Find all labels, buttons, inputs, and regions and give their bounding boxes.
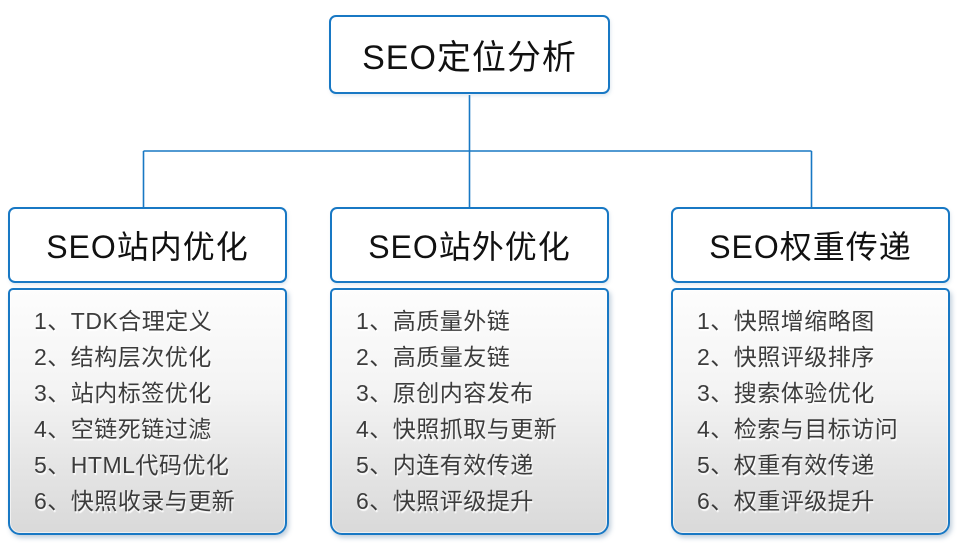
branch-list-onsite: 1、TDK合理定义 2、结构层次优化 3、站内标签优化 4、空链死链过滤 5、H…	[8, 288, 287, 535]
list-item: 4、快照抓取与更新	[356, 416, 558, 442]
list-item: 3、原创内容发布	[356, 380, 534, 406]
tree-connector-path	[142, 95, 813, 207]
branch-list-offsite: 1、高质量外链 2、高质量友链 3、原创内容发布 4、快照抓取与更新 5、内连有…	[330, 288, 609, 535]
list-item: 1、TDK合理定义	[34, 308, 213, 334]
branch-header-offsite: SEO站外优化	[330, 207, 609, 283]
branch-title: SEO站外优化	[368, 229, 571, 265]
list-item: 6、快照评级提升	[356, 488, 534, 514]
branch-title: SEO站内优化	[46, 229, 249, 265]
branch-header-onsite: SEO站内优化	[8, 207, 287, 283]
list-item: 1、高质量外链	[356, 308, 511, 334]
list-item: 5、内连有效传递	[356, 452, 534, 478]
list-item: 3、搜索体验优化	[697, 380, 875, 406]
list-item: 2、结构层次优化	[34, 344, 212, 370]
branch-title: SEO权重传递	[709, 229, 912, 265]
branch-weight-transfer: SEO权重传递 1、快照增缩略图 2、快照评级排序 3、搜索体验优化 4、检索与…	[671, 207, 950, 535]
branch-onsite-optimization: SEO站内优化 1、TDK合理定义 2、结构层次优化 3、站内标签优化 4、空链…	[8, 207, 287, 535]
list-item: 4、检索与目标访问	[697, 416, 899, 442]
root-node-seo-positioning: SEO定位分析	[329, 15, 610, 94]
list-item: 3、站内标签优化	[34, 380, 212, 406]
list-item: 2、快照评级排序	[697, 344, 875, 370]
list-item: 1、快照增缩略图	[697, 308, 875, 334]
branch-offsite-optimization: SEO站外优化 1、高质量外链 2、高质量友链 3、原创内容发布 4、快照抓取与…	[330, 207, 609, 535]
branch-list-weight: 1、快照增缩略图 2、快照评级排序 3、搜索体验优化 4、检索与目标访问 5、权…	[671, 288, 950, 535]
list-item: 5、权重有效传递	[697, 452, 875, 478]
list-item: 4、空链死链过滤	[34, 416, 212, 442]
list-item: 5、HTML代码优化	[34, 452, 230, 478]
branch-header-weight: SEO权重传递	[671, 207, 950, 283]
list-item: 6、权重评级提升	[697, 488, 875, 514]
list-item: 2、高质量友链	[356, 344, 511, 370]
list-item: 6、快照收录与更新	[34, 488, 236, 514]
root-node-label: SEO定位分析	[362, 39, 577, 77]
